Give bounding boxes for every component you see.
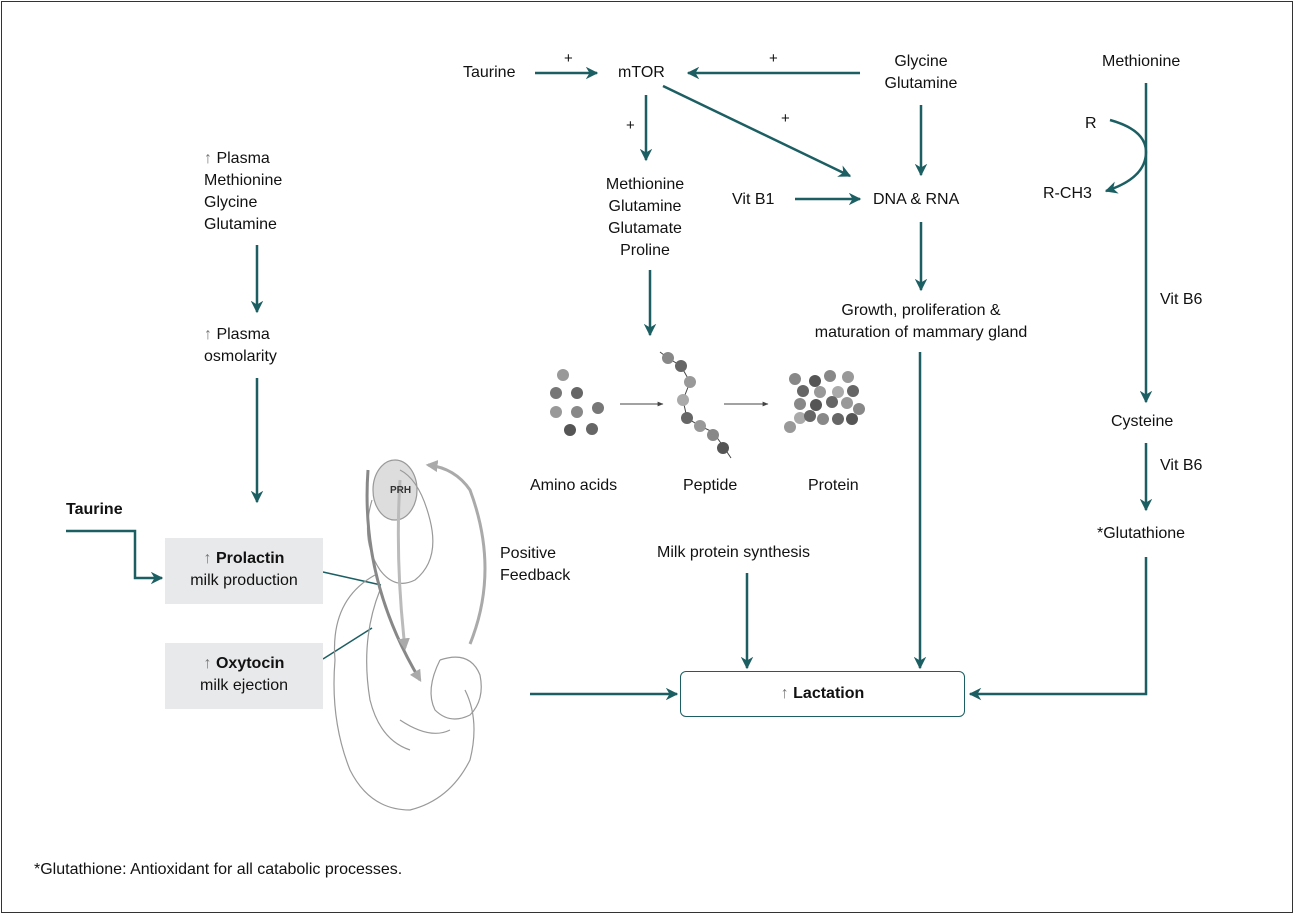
pointer-prolactin: [322, 571, 382, 586]
node-r-ch3: R-CH3: [1043, 185, 1092, 202]
plus-glycine-mtor: +: [769, 50, 778, 67]
node-milk-protein: Milk protein synthesis: [657, 544, 810, 561]
node-plasma-aa: ↑ Plasma Methionine Glycine Glutamine: [204, 150, 283, 233]
peptide-illustration: [659, 351, 732, 459]
node-r: R: [1085, 115, 1097, 132]
label-peptide: Peptide: [683, 477, 738, 494]
arrow-glutathione-lactation: [968, 557, 1148, 701]
node-methionine-top: Methionine: [1102, 53, 1181, 70]
plus-mtor-aa: +: [626, 117, 635, 134]
mother-baby-illustration: [333, 459, 487, 811]
box-oxytocin: ↑ Oxytocin milk ejection: [165, 643, 323, 709]
node-glycine-glutamine: Glycine Glutamine: [884, 53, 958, 92]
feedback-arc: [425, 460, 487, 645]
pointer-oxytocin: [322, 627, 373, 660]
plus-mtor-dna: +: [781, 110, 790, 127]
node-cysteine: Cysteine: [1111, 413, 1174, 430]
head-outline: [372, 459, 418, 521]
node-mtor: mTOR: [618, 64, 665, 81]
node-dna-rna: DNA & RNA: [873, 191, 960, 208]
node-glutathione: *Glutathione: [1097, 525, 1186, 542]
amino-acids-illustration: [550, 369, 604, 436]
node-plasma-osmolarity: ↑ Plasma osmolarity: [204, 326, 277, 365]
box-prolactin: ↑ Prolactin milk production: [165, 538, 323, 604]
arrow-mtor-dna: [662, 84, 852, 178]
label-amino-acids: Amino acids: [530, 477, 618, 494]
label-positive-feedback: Positive Feedback: [500, 545, 571, 584]
label-vit-b6-1: Vit B6: [1160, 291, 1203, 308]
arrow-taurine-prolactin: [66, 529, 164, 585]
label-protein: Protein: [808, 477, 859, 494]
label-prh: PRH: [390, 485, 412, 496]
arrow-r-rch3: [1104, 118, 1148, 194]
label-vit-b6-2: Vit B6: [1160, 457, 1203, 474]
node-taurine-top: Taurine: [463, 64, 516, 81]
node-lactation: ↑ Lactation: [680, 671, 965, 717]
node-vit-b1: Vit B1: [732, 191, 775, 208]
node-growth: Growth, proliferation & maturation of ma…: [814, 302, 1028, 341]
protein-illustration: [784, 370, 865, 433]
node-taurine-left: Taurine: [66, 501, 123, 518]
node-aa-list: Methionine Glutamine Glutamate Proline: [605, 176, 685, 259]
plus-taurine-mtor: +: [564, 50, 573, 67]
footnote: *Glutathione: Antioxidant for all catabo…: [34, 861, 403, 878]
